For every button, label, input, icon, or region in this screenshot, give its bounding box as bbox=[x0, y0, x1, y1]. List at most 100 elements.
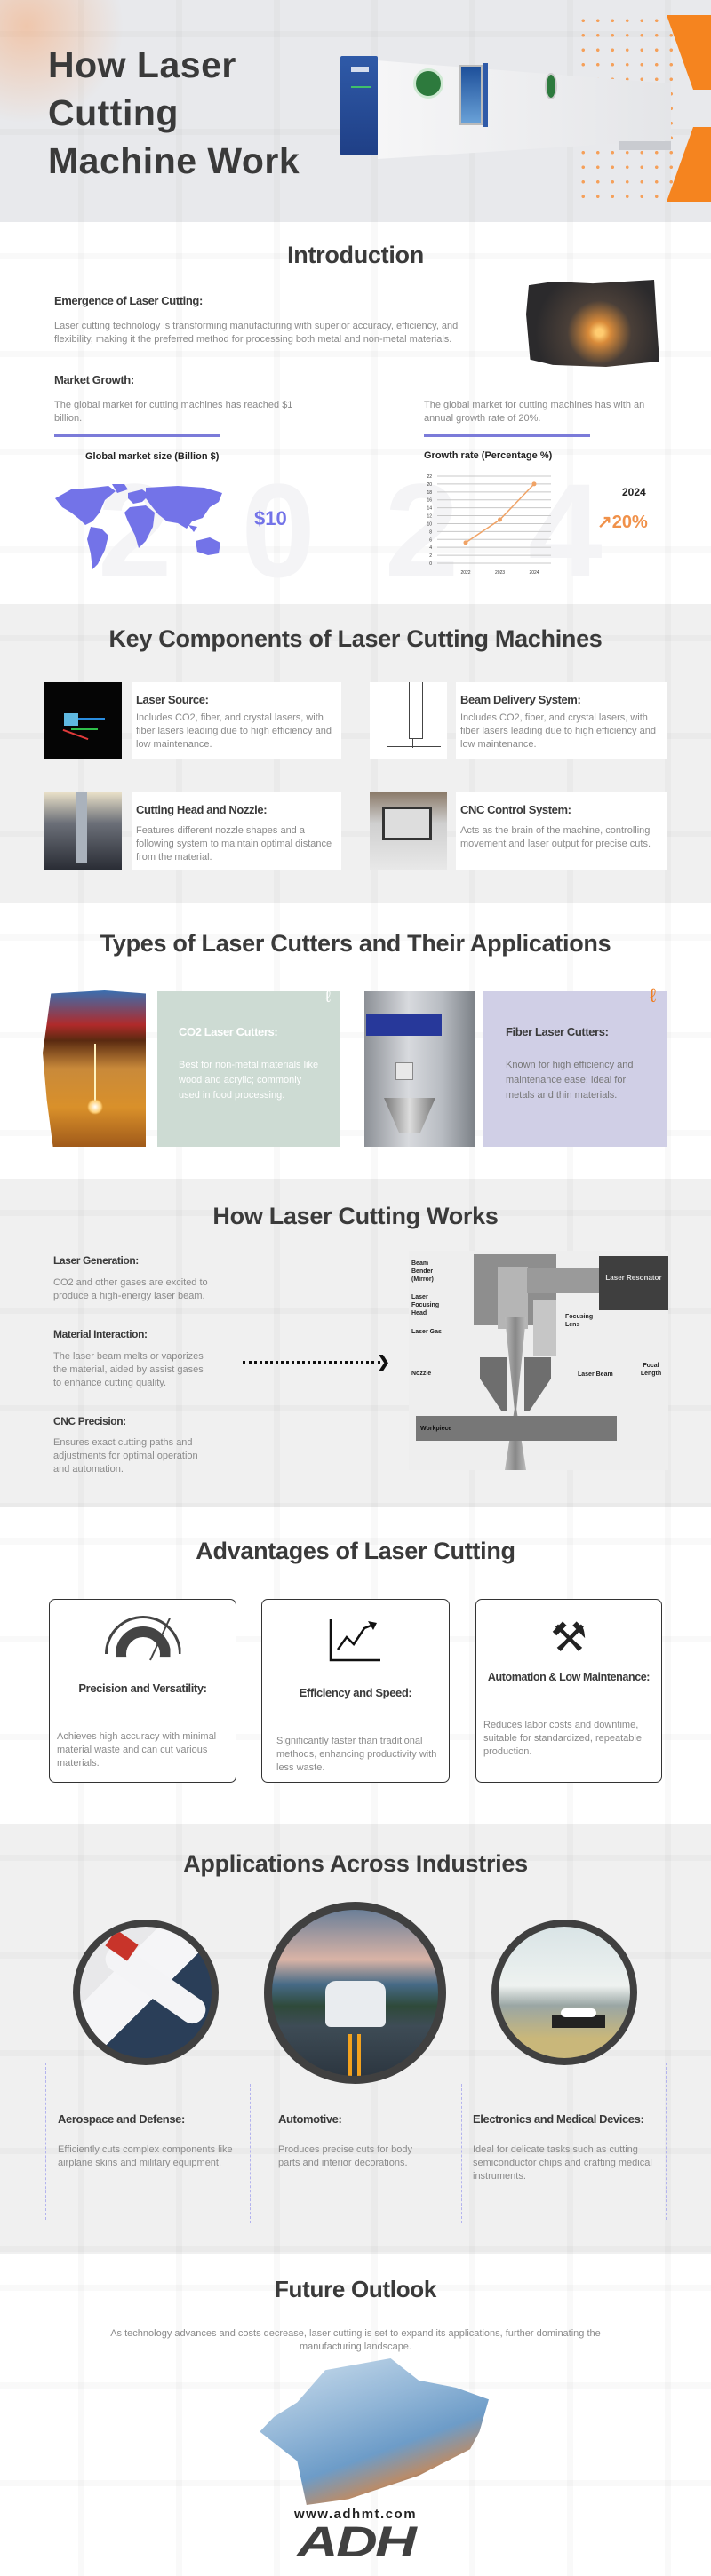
components-section: Key Components of Laser Cutting Machines… bbox=[0, 604, 711, 903]
hero-title: How Laser Cutting Machine Work bbox=[48, 44, 300, 181]
laser-machine-image bbox=[340, 40, 671, 173]
diagram-label: Beam Bender (Mirror) bbox=[411, 1260, 434, 1283]
step-heading: Laser Generation: bbox=[53, 1254, 139, 1267]
website-url: www.adhmt.com bbox=[293, 2507, 418, 2522]
aerospace-image bbox=[73, 1920, 219, 2065]
applications-section: Applications Across Industries Aerospace… bbox=[0, 1824, 711, 2254]
medical-image bbox=[491, 1920, 637, 2065]
y-tick-label: 4 bbox=[429, 545, 432, 551]
future-body: As technology advances and costs decreas… bbox=[110, 2328, 601, 2352]
beam-delivery-image bbox=[370, 682, 447, 759]
advantage-card: ⚒ Automation & Low Maintenance: Reduces … bbox=[475, 1599, 662, 1783]
y-tick-label: 6 bbox=[429, 537, 432, 543]
map-value: $10 bbox=[254, 507, 287, 529]
how-it-works-section: How Laser Cutting Works Laser Generation… bbox=[0, 1179, 711, 1507]
gauge-icon bbox=[104, 1616, 181, 1661]
diagram-label: Laser Resonator bbox=[599, 1256, 668, 1310]
advantage-card: Precision and Versatility: Achieves high… bbox=[49, 1599, 236, 1783]
section-title: Types of Laser Cutters and Their Applica… bbox=[100, 930, 611, 957]
adh-logo: ADH bbox=[296, 2519, 417, 2566]
data-point bbox=[498, 517, 502, 522]
squiggle-icon: ℓ bbox=[650, 984, 657, 1006]
laser-cutting-diagram: Laser Resonator Workpiece Beam Bender (M… bbox=[409, 1251, 668, 1470]
section-title: Future Outlook bbox=[274, 2276, 437, 2302]
application-heading: Automotive: bbox=[278, 2112, 342, 2126]
advantages-section: Advantages of Laser Cutting Precision an… bbox=[0, 1507, 711, 1824]
x-tick-label: 2022 bbox=[460, 570, 470, 576]
x-tick-label: 2024 bbox=[529, 570, 539, 576]
arrow-head-icon: ❯ bbox=[377, 1353, 391, 1371]
data-point bbox=[463, 540, 468, 545]
application-body: Produces precise cuts for body parts and… bbox=[278, 2144, 413, 2168]
advantage-card: Efficiency and Speed: Significantly fast… bbox=[261, 1599, 450, 1783]
world-map-icon bbox=[55, 484, 222, 569]
tools-icon: ⚒ bbox=[550, 1614, 587, 1660]
laser-sparks-image bbox=[526, 280, 659, 367]
future-vision-image bbox=[260, 2358, 489, 2505]
step-body: Ensures exact cutting paths and adjustme… bbox=[53, 1437, 198, 1475]
introduction-section: Introduction Emergence of Laser Cutting:… bbox=[0, 222, 711, 604]
step-body: The laser beam melts or vaporizes the ma… bbox=[53, 1351, 204, 1388]
y-tick-label: 12 bbox=[427, 514, 432, 520]
cnc-control-image bbox=[370, 792, 447, 870]
diagram-label: Laser Focusing Head bbox=[411, 1294, 440, 1316]
growth-chart-icon bbox=[329, 1619, 380, 1662]
y-tick-label: 2 bbox=[429, 553, 432, 559]
fiber-laser-card: Fiber Laser Cutters: Known for high effi… bbox=[483, 991, 667, 1147]
section-title: Introduction bbox=[287, 242, 424, 268]
dashed-divider bbox=[250, 2084, 251, 2223]
y-tick-label: 20 bbox=[427, 482, 432, 488]
growth-value: ↗20% bbox=[597, 511, 648, 533]
growth-value-text: 20% bbox=[611, 513, 648, 532]
component-card: CNC Control System: Acts as the brain of… bbox=[456, 792, 667, 870]
dotted-arrow bbox=[243, 1361, 380, 1364]
step-heading: Material Interaction: bbox=[53, 1328, 148, 1340]
hero-section: How Laser Cutting Machine Work bbox=[0, 0, 711, 222]
component-card: Laser Source: Includes CO2, fiber, and c… bbox=[132, 682, 341, 759]
future-section: Future Outlook As technology advances an… bbox=[0, 2254, 711, 2576]
chart-title: Growth rate (Percentage %) bbox=[424, 450, 553, 461]
dashed-divider bbox=[461, 2084, 462, 2223]
component-card: Cutting Head and Nozzle: Features differ… bbox=[132, 792, 341, 870]
laser-source-image bbox=[44, 682, 122, 759]
emergence-body: Laser cutting technology is transforming… bbox=[54, 321, 459, 345]
fiber-laser-head-image bbox=[364, 991, 475, 1147]
y-tick-label: 16 bbox=[427, 498, 432, 504]
step-heading: CNC Precision: bbox=[53, 1415, 126, 1427]
dashed-divider bbox=[45, 2063, 46, 2220]
co2-laser-card: CO2 Laser Cutters: Best for non-metal ma… bbox=[157, 991, 340, 1147]
component-card: Beam Delivery System: Includes CO2, fibe… bbox=[456, 682, 667, 759]
diagram-label: Focal Length bbox=[640, 1363, 662, 1377]
squiggle-icon: ℓ bbox=[325, 988, 331, 1006]
map-title: Global market size (Billion $) bbox=[85, 451, 220, 462]
diagram-label: Laser Gas bbox=[411, 1329, 442, 1335]
co2-laser-image bbox=[43, 990, 146, 1147]
section-title: Key Components of Laser Cutting Machines bbox=[108, 625, 603, 652]
y-tick-label: 14 bbox=[427, 506, 432, 512]
diagram-label: Focusing Lens bbox=[565, 1314, 594, 1328]
growth-year: 2024 bbox=[622, 486, 646, 498]
up-arrow-icon: ↗ bbox=[597, 513, 612, 532]
y-tick-label: 0 bbox=[429, 561, 432, 567]
dashed-divider bbox=[666, 2063, 667, 2220]
y-tick-label: 22 bbox=[427, 474, 432, 480]
divider bbox=[54, 434, 220, 437]
automotive-image bbox=[264, 1902, 446, 2084]
section-title: How Laser Cutting Works bbox=[212, 1203, 499, 1229]
application-body: Efficiently cuts complex components like… bbox=[58, 2144, 233, 2168]
series-line bbox=[465, 483, 535, 544]
divider bbox=[424, 434, 590, 437]
year-watermark: 2024 bbox=[98, 456, 672, 605]
diagram-label: Nozzle bbox=[411, 1371, 432, 1377]
step-body: CO2 and other gases are excited to produ… bbox=[53, 1277, 208, 1301]
diagram-label: Workpiece bbox=[416, 1416, 617, 1441]
y-tick-label: 10 bbox=[427, 521, 432, 527]
section-title: Applications Across Industries bbox=[183, 1850, 528, 1877]
diagram-label: Laser Beam bbox=[578, 1371, 613, 1378]
market-growth-heading: Market Growth: bbox=[54, 373, 134, 386]
application-heading: Aerospace and Defense: bbox=[58, 2112, 185, 2126]
market-right-text: The global market for cutting machines h… bbox=[424, 400, 645, 424]
types-section: Types of Laser Cutters and Their Applica… bbox=[0, 903, 711, 1179]
section-title: Advantages of Laser Cutting bbox=[196, 1538, 515, 1564]
